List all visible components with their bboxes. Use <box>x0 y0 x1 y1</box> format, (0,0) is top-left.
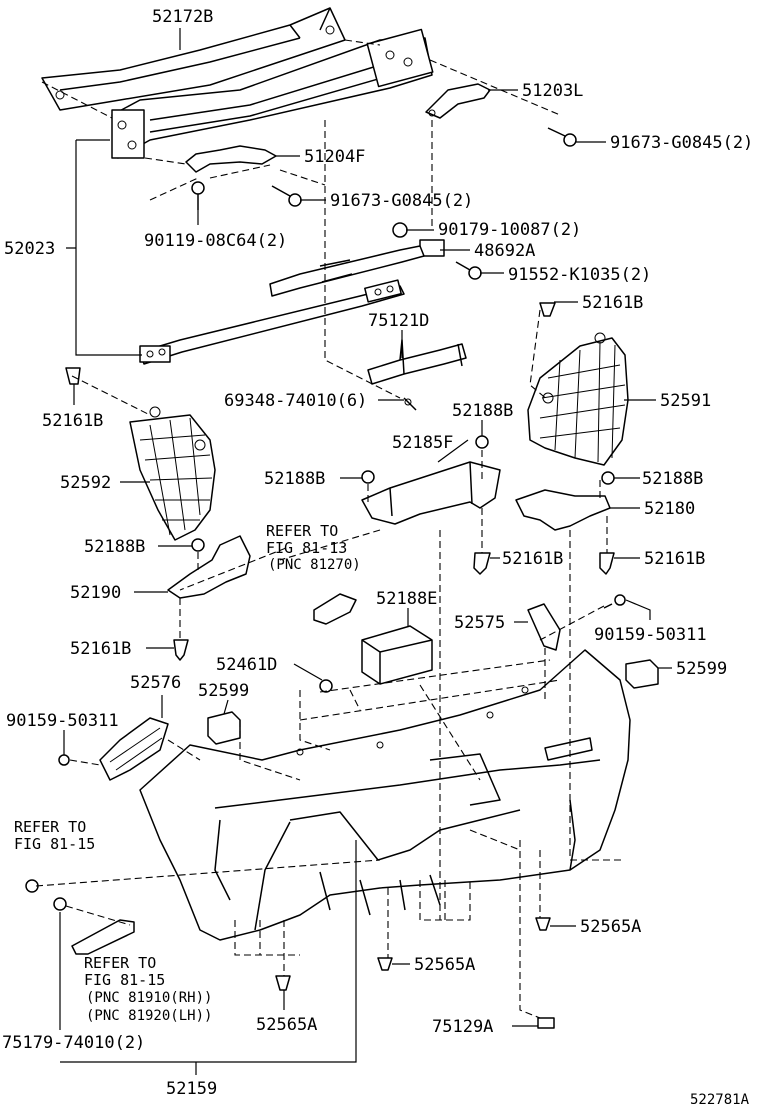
label-91552: 91552-K1035(2) <box>508 265 651 285</box>
ref-fig-81-15b-line3: (PNC 81910(RH)) <box>86 990 212 1006</box>
part-labels: 52172B 51203L 91673-G0845(2) 51204F 9167… <box>2 7 753 1099</box>
label-52565A-bottom: 52565A <box>256 1015 317 1035</box>
ref-fig-81-15b-line2: FIG 81-15 <box>84 971 165 989</box>
label-52188B-center: 52188B <box>452 401 513 421</box>
label-51203L: 51203L <box>522 81 583 101</box>
label-52599-left: 52599 <box>198 681 249 701</box>
part-drawing-75121D <box>367 339 467 385</box>
label-52188B-mid: 52188B <box>264 469 325 489</box>
label-75121D: 75121D <box>368 311 429 331</box>
label-52461D: 52461D <box>216 655 277 675</box>
label-52575: 52575 <box>454 613 505 633</box>
label-90119: 90119-08C64(2) <box>144 231 287 251</box>
ref-fig-81-15b-line4: (PNC 81920(LH)) <box>86 1008 212 1024</box>
label-90179: 90179-10087(2) <box>438 220 581 240</box>
part-drawing-52188E <box>361 625 433 685</box>
part-drawing-52576 <box>99 717 169 781</box>
part-drawing-51204F <box>185 145 277 173</box>
part-drawing-52159-bumper-cover <box>139 649 631 941</box>
part-drawing-48692A <box>269 222 482 297</box>
leader-lines <box>59 28 672 1075</box>
part-drawing-52023-lower <box>139 279 405 365</box>
label-75179: 75179-74010(2) <box>2 1033 145 1053</box>
label-91673-top: 91673-G0845(2) <box>610 133 753 153</box>
label-52161B-lower-left: 52161B <box>70 639 131 659</box>
label-52576: 52576 <box>130 673 181 693</box>
label-52565A-right: 52565A <box>580 917 641 937</box>
label-52180: 52180 <box>644 499 695 519</box>
part-drawing-52023 <box>111 28 434 159</box>
part-drawing-52185F <box>191 435 615 552</box>
diagram-id: 522781A <box>690 1092 750 1108</box>
part-drawing-52592 <box>129 406 216 541</box>
label-52161B-top-right: 52161B <box>582 293 643 313</box>
label-52161B-left: 52161B <box>42 411 103 431</box>
part-drawing-90159 <box>58 594 626 766</box>
label-48692A: 48692A <box>474 241 535 261</box>
ref-fig-81-15a-line1: REFER TO <box>14 818 86 836</box>
part-drawing-69348 <box>403 397 417 411</box>
part-drawing-52575 <box>527 603 561 651</box>
label-91673-mid: 91673-G0845(2) <box>330 191 473 211</box>
label-90159-left: 90159-50311 <box>6 711 119 731</box>
label-75129A: 75129A <box>432 1017 493 1037</box>
ref-fig-81-15b-line1: REFER TO <box>84 954 156 972</box>
label-52161B-right: 52161B <box>644 549 705 569</box>
label-52188B-left: 52188B <box>84 537 145 557</box>
ref-fig-81-13-line1: REFER TO <box>266 522 338 540</box>
part-drawing-52190 <box>167 535 251 599</box>
label-52565A-center: 52565A <box>414 955 475 975</box>
part-drawing-52565A <box>275 917 551 991</box>
label-52185F: 52185F <box>392 433 453 453</box>
label-51204F: 51204F <box>304 147 365 167</box>
reference-notes: REFER TO FIG 81-13 (PNC 81270) REFER TO … <box>14 522 361 1024</box>
part-drawing-52180 <box>515 489 611 531</box>
part-drawing-51203L <box>425 83 491 119</box>
ref-fig-81-13-line2: FIG 81-13 <box>266 539 347 557</box>
label-52188E: 52188E <box>376 589 437 609</box>
label-52172B: 52172B <box>152 7 213 27</box>
part-drawing-52172B <box>41 7 346 111</box>
label-52023: 52023 <box>4 239 55 259</box>
ref-fig-81-13-line3: (PNC 81270) <box>268 557 361 573</box>
part-drawing-license-lamp <box>313 593 357 625</box>
part-drawing-52599 <box>207 659 659 745</box>
part-drawing-bolts <box>191 127 577 210</box>
label-52599-right: 52599 <box>676 659 727 679</box>
label-52159: 52159 <box>166 1079 217 1099</box>
part-drawing-75179 <box>25 879 67 911</box>
part-drawing-75129A <box>537 1017 555 1029</box>
label-69348: 69348-74010(6) <box>224 391 367 411</box>
label-52188B-right: 52188B <box>642 469 703 489</box>
label-52161B-mid: 52161B <box>502 549 563 569</box>
part-drawing-52591 <box>527 332 629 466</box>
label-52592: 52592 <box>60 473 111 493</box>
label-52190: 52190 <box>70 583 121 603</box>
label-52591: 52591 <box>660 391 711 411</box>
part-drawing-52461D <box>319 679 333 693</box>
ref-fig-81-15a-line2: FIG 81-15 <box>14 835 95 853</box>
part-drawing-reflector <box>71 919 135 955</box>
assembly-lines <box>35 39 625 1019</box>
label-90159-right: 90159-50311 <box>594 625 707 645</box>
